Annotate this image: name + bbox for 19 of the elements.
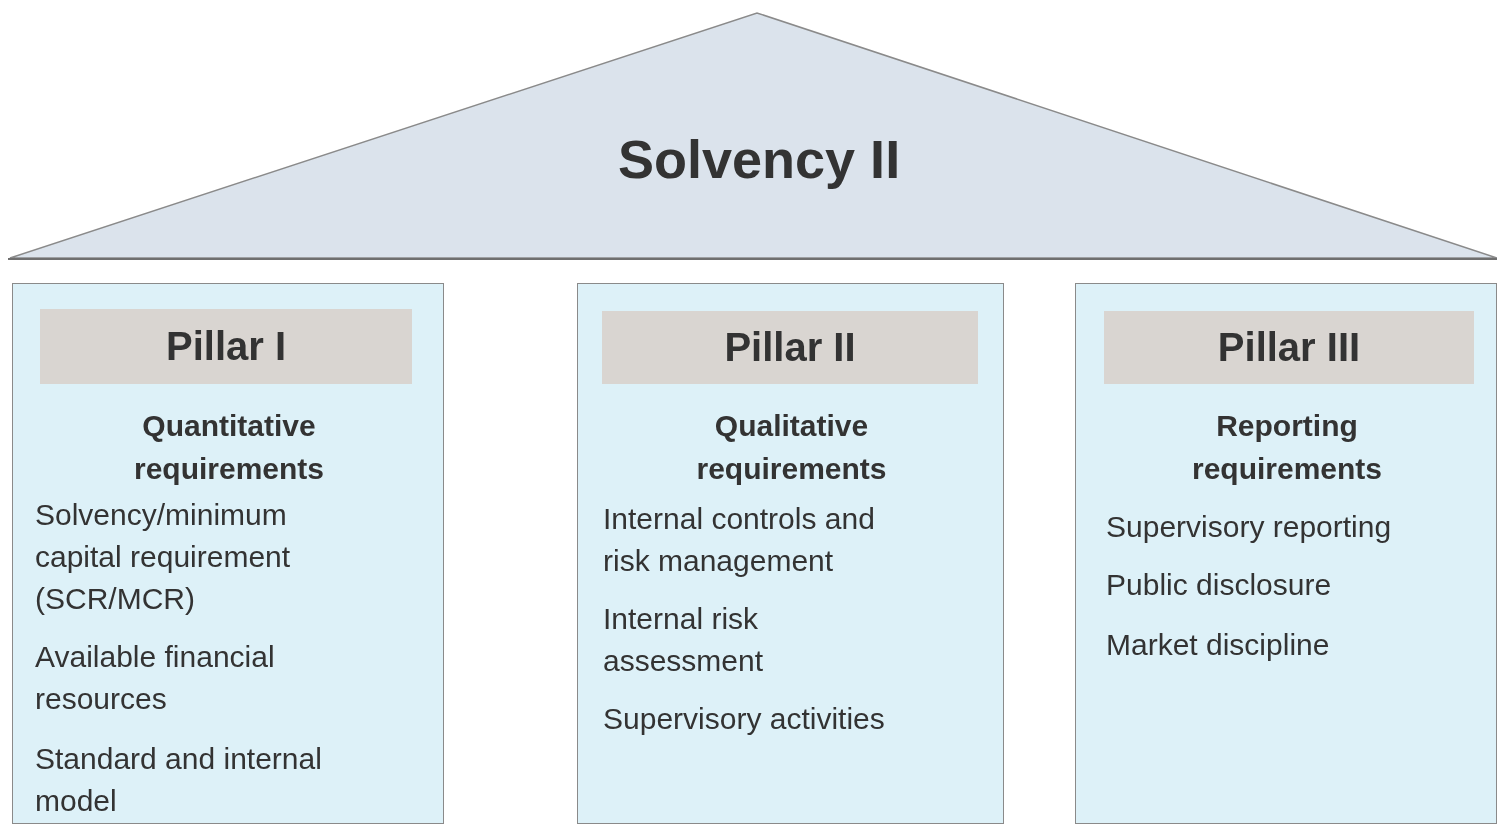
- pillar-column: [577, 283, 1004, 824]
- requirement-item: Internal risk assessment: [603, 601, 765, 679]
- requirement-item: Standard and internal model: [35, 741, 323, 819]
- requirement-item: Internal controls and risk management: [603, 501, 876, 579]
- pillar-column: [12, 283, 444, 824]
- pillar-subheading: Qualitative requirements: [695, 408, 888, 487]
- requirement-item: Market discipline: [1106, 627, 1331, 663]
- requirement-item: Solvency/minimum capital requirement (SCR/MCR): [35, 497, 292, 617]
- requirement-item: Public disclosure: [1106, 567, 1333, 603]
- pillar-header: Pillar II: [602, 311, 978, 384]
- pillar-header: Pillar I: [40, 309, 412, 384]
- requirement-item: Available financial resources: [35, 639, 276, 717]
- requirement-item: Supervisory activities: [603, 701, 886, 737]
- pillar-column: [1075, 283, 1497, 824]
- pillar-subheading: Quantitative requirements: [132, 408, 326, 487]
- requirement-item: Supervisory reporting: [1106, 509, 1393, 545]
- pillar-header: Pillar III: [1104, 311, 1474, 384]
- roof-label: Solvency II: [618, 128, 901, 190]
- pillar-subheading: Reporting requirements: [1190, 408, 1384, 487]
